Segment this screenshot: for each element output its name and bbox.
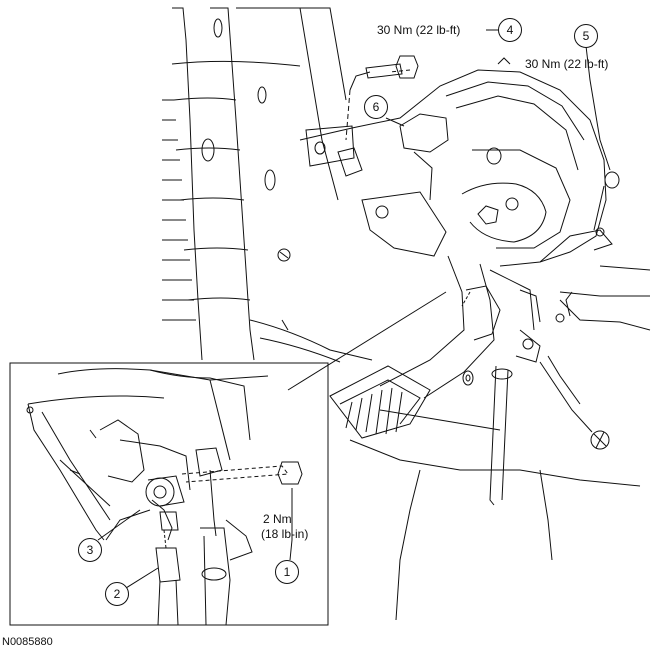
leader-lines	[287, 29, 611, 391]
torque-label-screw-1-nm: 2 Nm	[263, 512, 292, 526]
callout-2: 2	[105, 582, 129, 606]
callout-4: 4	[498, 18, 522, 42]
callout-1: 1	[275, 560, 299, 584]
detail-leader-lines	[97, 488, 293, 589]
torque-label-bolt-5: 30 Nm (22 lb-ft)	[525, 57, 609, 71]
brake-pedal-drawing	[329, 255, 541, 439]
body-panel-drawing	[162, 7, 373, 363]
torque-label-screw-1-lbin: (18 lb-in)	[261, 527, 309, 541]
detail-view-frame	[9, 362, 329, 626]
torque-label-bolt-4: 30 Nm (22 lb-ft)	[377, 23, 461, 37]
brake-rod-drawing	[349, 265, 651, 621]
pedal-bracket-drawing	[299, 55, 620, 267]
callout-3: 3	[78, 538, 102, 562]
figure-id: N0085880	[2, 636, 53, 648]
detail-view-drawing	[26, 368, 303, 626]
callout-6: 6	[364, 95, 388, 119]
callout-5: 5	[574, 24, 598, 48]
